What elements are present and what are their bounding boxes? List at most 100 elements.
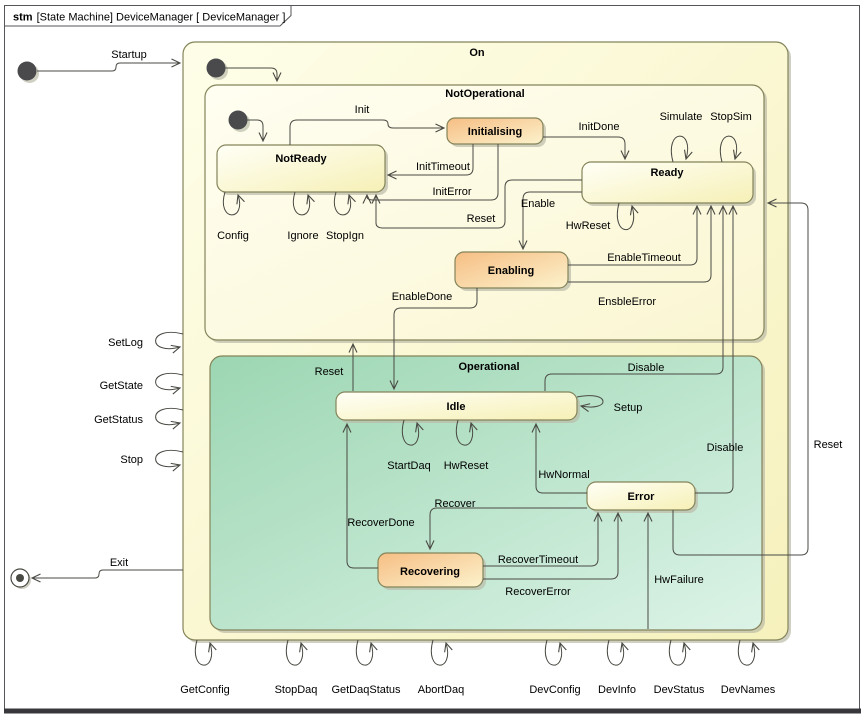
state-enabling-body[interactable]: [454, 251, 569, 289]
initial-pseudostate-top[interactable]: [17, 61, 40, 84]
transition-label-recover-timeout: RecoverTimeout: [498, 554, 578, 566]
self-transition-dev-status[interactable]: [668, 639, 691, 666]
state-initialising[interactable]: Initialising: [446, 117, 546, 147]
transition-enable[interactable]: [518, 191, 582, 251]
transition-recover-error[interactable]: [483, 511, 623, 580]
transition-label-dev-names: DevNames: [721, 684, 776, 696]
frame-keyword: stm: [13, 12, 33, 24]
transition-reset-error-to-ready[interactable]: [672, 198, 809, 556]
transition-hw-normal[interactable]: [531, 422, 587, 494]
transition-label-init-timeout: InitTimeout: [416, 161, 470, 173]
self-transition-get-status[interactable]: [155, 407, 184, 430]
transition-enable-timeout[interactable]: [568, 204, 702, 266]
self-transition-ignore[interactable]: [292, 191, 315, 216]
state-label-on: On: [469, 47, 485, 59]
initial-node[interactable]: [228, 110, 248, 130]
transition-disable-idle-to-ready[interactable]: [544, 204, 728, 391]
transition-recover[interactable]: [425, 507, 587, 551]
frame-title: stm[State Machine] DeviceManager [ Devic…: [13, 12, 285, 24]
transition-init-done[interactable]: [543, 136, 630, 161]
transition-recover-done[interactable]: [342, 422, 378, 569]
transition-label-recover-error: RecoverError: [505, 586, 571, 598]
state-idle-body[interactable]: [335, 391, 578, 421]
state-label-initialising: Initialising: [468, 126, 522, 138]
state-error-body[interactable]: [586, 481, 696, 511]
self-transition-get-config[interactable]: [194, 639, 217, 666]
transition-label-startup: Startup: [111, 49, 146, 61]
transition-init-error[interactable]: [362, 144, 499, 204]
transition-label-stop: Stop: [120, 454, 143, 466]
self-transition-abort-daq[interactable]: [430, 639, 453, 666]
self-transition-setup[interactable]: [576, 395, 604, 413]
transition-label-init-error: InitError: [432, 186, 471, 198]
self-transition-simulate[interactable]: [670, 135, 693, 163]
transition-label-stop-sim: StopSim: [710, 111, 752, 123]
transition-enable-done[interactable]: [389, 288, 478, 391]
state-initialising-body[interactable]: [446, 117, 544, 145]
transition-label-abort-daq: AbortDaq: [418, 684, 464, 696]
transition-exit[interactable]: [30, 569, 183, 583]
self-transition-dev-names[interactable]: [737, 639, 760, 666]
transition-initial-not-operational[interactable]: [247, 119, 268, 143]
transition-label-start-daq: StartDaq: [387, 460, 430, 472]
state-ready-body[interactable]: [581, 161, 754, 204]
final-inner: [16, 574, 24, 582]
state-enabling[interactable]: Enabling: [454, 251, 571, 291]
state-not-ready[interactable]: NotReady: [216, 144, 388, 195]
transition-init-timeout[interactable]: [386, 144, 474, 180]
transition-labels: Startup Exit Init InitDone InitTimeout I…: [94, 49, 842, 696]
state-ready[interactable]: Ready: [581, 161, 756, 206]
state-label-idle: Idle: [447, 401, 466, 413]
initial-pseudostate-not-operational[interactable]: [228, 110, 251, 133]
transition-label-hw-reset-idle: HwReset: [444, 460, 489, 472]
state-label-not-operational: NotOperational: [445, 88, 524, 100]
transition-label-ensble-error: EnsbleError: [598, 296, 656, 308]
transition-label-recover-done: RecoverDone: [347, 517, 414, 529]
self-transition-dev-config[interactable]: [544, 639, 567, 666]
transition-label-init: Init: [355, 104, 370, 116]
self-transition-config[interactable]: [222, 191, 245, 216]
state-not-ready-body[interactable]: [216, 144, 386, 193]
transition-recover-timeout[interactable]: [483, 511, 603, 567]
transition-ensble-error[interactable]: [568, 204, 716, 283]
transition-label-init-done: InitDone: [579, 121, 620, 133]
transition-startup[interactable]: [37, 58, 182, 72]
transition-label-dev-config: DevConfig: [529, 684, 580, 696]
transition-disable-error-to-ready[interactable]: [695, 204, 738, 494]
transition-label-reset-to-not-operational: Reset: [315, 366, 344, 378]
state-recovering[interactable]: Recovering: [377, 552, 486, 590]
transition-label-disable-from-idle: Disable: [628, 362, 665, 374]
self-transition-dev-info[interactable]: [606, 639, 629, 666]
transitions: [30, 58, 809, 666]
final-state[interactable]: [10, 568, 31, 589]
transition-initial-on[interactable]: [225, 67, 282, 83]
self-transition-get-daq-status[interactable]: [355, 639, 378, 666]
transition-label-reset-to-not-ready: Reset: [467, 213, 496, 225]
state-label-error: Error: [628, 491, 656, 503]
initial-node[interactable]: [17, 61, 37, 81]
transition-reset-ready-to-not-ready[interactable]: [371, 179, 582, 229]
transition-label-disable-from-error: Disable: [707, 442, 744, 454]
self-transition-get-state[interactable]: [155, 372, 184, 395]
transition-label-get-status: GetStatus: [94, 414, 143, 426]
self-transition-stop-daq[interactable]: [285, 639, 308, 666]
self-transition-stop[interactable]: [155, 449, 184, 472]
transition-label-set-log: SetLog: [108, 337, 143, 349]
self-transition-hw-reset-idle[interactable]: [455, 419, 478, 446]
transition-init[interactable]: [289, 119, 446, 145]
initial-pseudostate-on[interactable]: [206, 58, 229, 81]
self-transition-stop-ign[interactable]: [333, 191, 356, 216]
transition-label-get-state: GetState: [100, 380, 143, 392]
state-error[interactable]: Error: [586, 481, 698, 513]
transition-label-hw-failure: HwFailure: [654, 574, 704, 586]
self-transition-hw-reset-ready[interactable]: [616, 202, 639, 231]
state-idle[interactable]: Idle: [335, 391, 580, 423]
state-label-not-ready: NotReady: [275, 153, 327, 165]
self-transition-start-daq[interactable]: [401, 419, 424, 446]
self-transition-set-log[interactable]: [155, 331, 184, 354]
state-recovering-body[interactable]: [377, 552, 484, 588]
initial-node[interactable]: [206, 58, 226, 78]
transition-label-enable-done: EnableDone: [392, 291, 453, 303]
self-transition-stop-sim[interactable]: [719, 135, 742, 163]
